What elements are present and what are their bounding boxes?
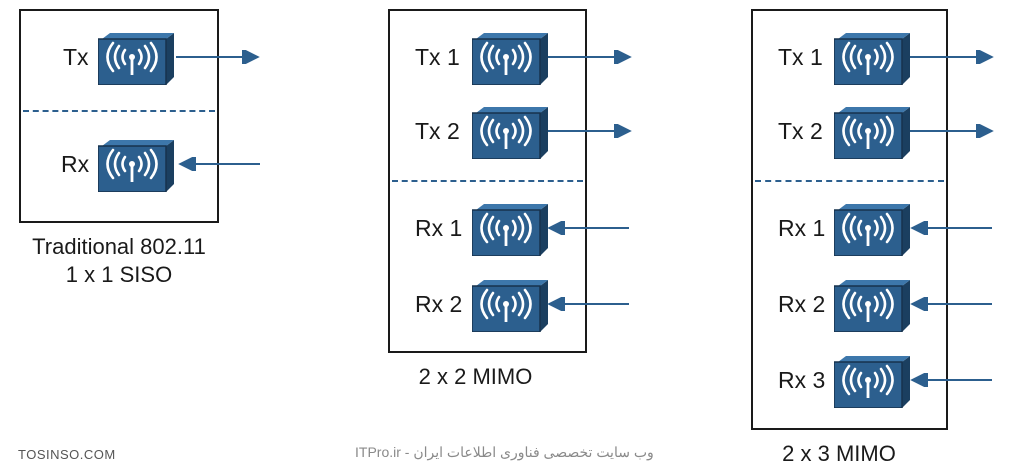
siso-tx-radio-icon	[98, 33, 174, 85]
mimo22-tx1-label: Tx 1	[415, 44, 460, 70]
siso-rx-arrow-left-icon	[178, 157, 260, 171]
mimo23-caption: 2 x 3 MIMO	[782, 441, 896, 466]
siso-divider	[23, 110, 215, 112]
mimo23-rx1-arrow-left-icon	[910, 221, 992, 235]
mimo23-tx2-label: Tx 2	[778, 118, 823, 144]
mimo23-tx2-arrow-right-icon	[910, 124, 994, 138]
mimo22-caption: 2 x 2 MIMO	[418, 364, 533, 389]
siso-caption: Traditional 802.11 1 x 1 SISO	[14, 233, 224, 288]
mimo23-tx1-arrow-right-icon	[910, 50, 994, 64]
mimo23-rx1-radio-icon	[834, 204, 910, 256]
mimo23-tx1-label: Tx 1	[778, 44, 823, 70]
mimo23-rx2-label: Rx 2	[778, 291, 826, 317]
siso-rx-radio-icon	[98, 140, 174, 192]
mimo22-tx1-arrow-right-icon	[548, 50, 632, 64]
mimo23-divider	[755, 180, 944, 182]
mimo23-tx1-radio-icon	[834, 33, 910, 85]
mimo23-rx1-label: Rx 1	[778, 215, 826, 241]
mimo23-tx2-radio-icon	[834, 107, 910, 159]
mimo22-tx1-radio-icon	[472, 33, 548, 85]
mimo22-tx2-radio-icon	[472, 107, 548, 159]
mimo22-rx2-radio-icon	[472, 280, 548, 332]
mimo22-rx1-arrow-left-icon	[547, 221, 629, 235]
mimo23-rx2-radio-icon	[834, 280, 910, 332]
mimo22-rx2-arrow-left-icon	[547, 297, 629, 311]
mimo22-rx1-radio-icon	[472, 204, 548, 256]
mimo22-rx1-label: Rx 1	[415, 215, 463, 241]
mimo22-tx2-arrow-right-icon	[548, 124, 632, 138]
mimo23-rx3-label: Rx 3	[778, 367, 826, 393]
siso-caption-line2: 1 x 1 SISO	[65, 261, 173, 287]
siso-caption-line1: Traditional 802.11	[32, 234, 206, 259]
mimo22-divider	[392, 180, 583, 182]
mimo23-rx3-arrow-left-icon	[910, 373, 992, 387]
siso-tx-arrow-right-icon	[176, 50, 260, 64]
siso-rx-label: Rx	[61, 151, 90, 177]
footer-left-watermark: TOSINSO.COM	[18, 447, 116, 462]
footer-mid-watermark: ITPro.ir - وب سایت تخصصی فناوری اطلاعات …	[355, 444, 654, 460]
siso-tx-label: Tx	[63, 44, 89, 70]
mimo22-tx2-label: Tx 2	[415, 118, 460, 144]
mimo22-rx2-label: Rx 2	[415, 291, 463, 317]
mimo23-rx3-radio-icon	[834, 356, 910, 408]
mimo23-rx2-arrow-left-icon	[910, 297, 992, 311]
